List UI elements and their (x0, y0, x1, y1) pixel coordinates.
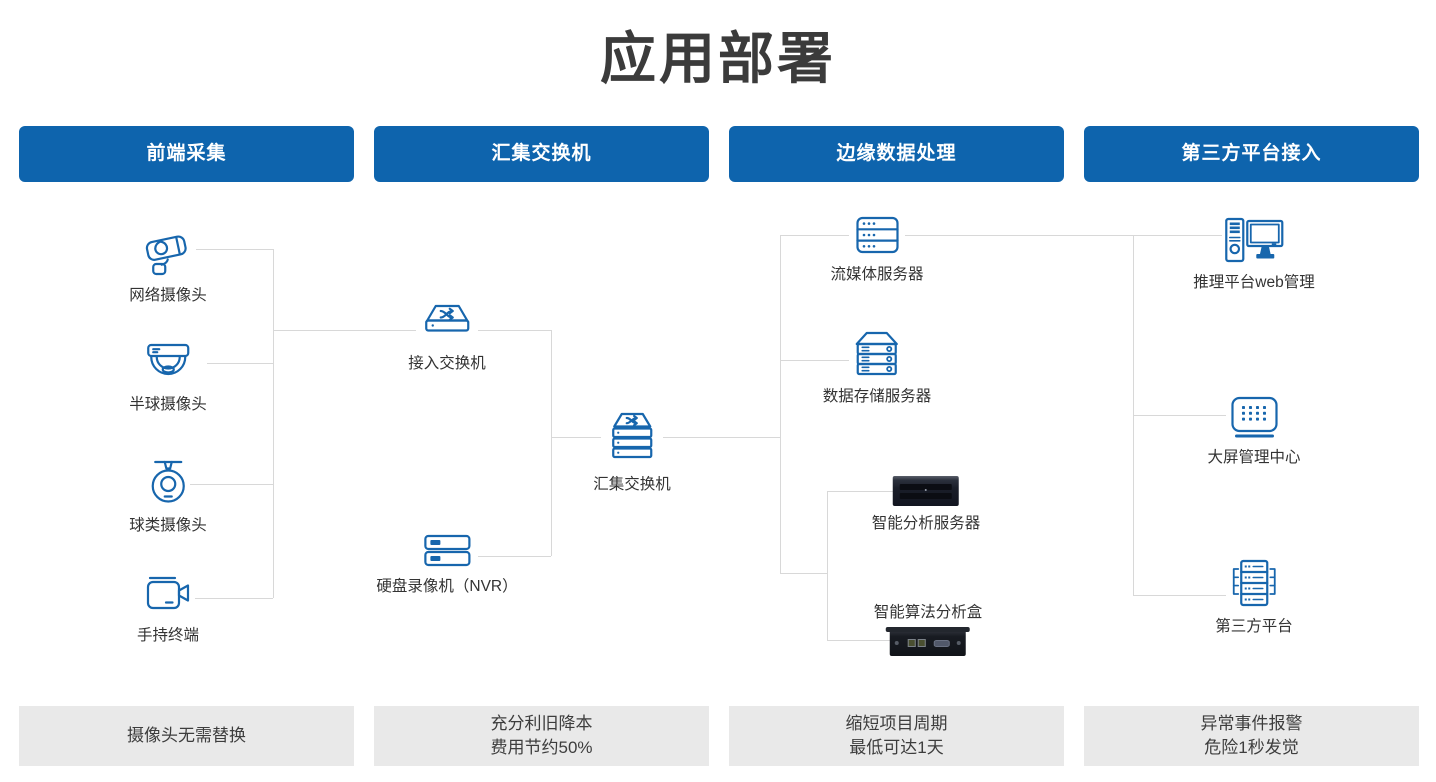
node-label: 大屏管理中心 (1207, 449, 1301, 466)
stacked-switch-icon (611, 412, 653, 459)
node-inference-web: 推理平台web管理 (1193, 215, 1315, 292)
camcorder-icon (146, 576, 190, 610)
storage-server-icon (855, 331, 899, 376)
node-aggregation-switch: 汇集交换机 (593, 409, 671, 494)
node-analysis-server: 智能分析服务器 (871, 476, 981, 533)
node-dome-camera: 半球摄像头 (129, 341, 207, 414)
node-screen-center: 大屏管理中心 (1207, 394, 1301, 467)
benefit-line: 费用节约50% (490, 738, 593, 757)
led-screen-icon (1230, 396, 1278, 438)
node-nvr: 硬盘录像机（NVR） (376, 531, 518, 596)
dome-camera-icon (146, 343, 190, 376)
benefit-line: 充分利旧降本 (490, 714, 593, 733)
connector-line (195, 598, 273, 599)
connector-line (207, 363, 273, 364)
benefit-line: 最低可达1天 (849, 738, 944, 757)
connector-line (827, 491, 893, 492)
node-third-party: 第三方平台 (1215, 557, 1293, 636)
nvr-icon (423, 534, 471, 567)
node-label: 接入交换机 (408, 355, 486, 372)
switch-icon (424, 304, 470, 332)
connector-line (780, 235, 781, 573)
connector-line (663, 437, 780, 438)
benefit-line: 摄像头无需替换 (127, 726, 246, 745)
connector-line (190, 484, 273, 485)
node-label: 智能算法分析盒 (873, 604, 983, 621)
benefit-line: 异常事件报警 (1200, 714, 1303, 733)
node-access-switch: 接入交换机 (408, 300, 486, 373)
benefit-box-frontend: 摄像头无需替换 (19, 706, 354, 766)
node-storage-server: 数据存储服务器 (822, 329, 932, 406)
connector-line (551, 330, 552, 556)
analysis-box-photo (885, 627, 970, 656)
benefit-box-thirdparty: 异常事件报警 危险1秒发觉 (1084, 706, 1419, 766)
connector-line (1133, 415, 1226, 416)
node-streaming-server: 流媒体服务器 (830, 213, 924, 284)
node-network-camera: 网络摄像头 (129, 226, 207, 305)
node-label: 网络摄像头 (129, 287, 207, 304)
connector-line (827, 491, 828, 640)
benefit-box-switch: 充分利旧降本 费用节约50% (374, 706, 709, 766)
node-algorithm-box: 智能算法分析盒 (873, 600, 983, 656)
benefit-line: 危险1秒发觉 (1204, 738, 1299, 757)
benefit-box-edge: 缩短项目周期 最低可达1天 (729, 706, 1064, 766)
node-label: 球类摄像头 (129, 517, 207, 534)
server-stack-icon (855, 216, 899, 254)
connector-line (780, 573, 827, 574)
server-rack-icon (1232, 559, 1276, 607)
connector-line (478, 330, 551, 331)
node-label: 汇集交换机 (593, 476, 671, 493)
desktop-computer-icon (1224, 217, 1284, 263)
benefit-line: 缩短项目周期 (845, 714, 948, 733)
connector-line (273, 249, 274, 598)
connector-line (905, 235, 1222, 236)
connector-line (780, 360, 849, 361)
column-header-switch: 汇集交换机 (374, 126, 709, 182)
page-title: 应用部署 (600, 27, 836, 90)
bullet-camera-icon (145, 235, 187, 276)
connector-line (827, 640, 890, 641)
node-label: 硬盘录像机（NVR） (376, 578, 518, 595)
node-label: 第三方平台 (1215, 618, 1293, 635)
column-header-edge: 边缘数据处理 (729, 126, 1064, 182)
node-label: 半球摄像头 (129, 396, 207, 413)
node-handheld-terminal: 手持终端 (137, 574, 199, 645)
ptz-camera-icon (151, 460, 185, 503)
node-label: 手持终端 (136, 627, 200, 644)
connector-line (780, 235, 849, 236)
column-header-frontend: 前端采集 (19, 126, 354, 182)
rack-server-photo (892, 476, 959, 506)
connector-line (478, 556, 551, 557)
column-header-thirdparty: 第三方平台接入 (1084, 126, 1419, 182)
node-ptz-camera: 球类摄像头 (129, 458, 207, 535)
node-label: 流媒体服务器 (830, 266, 924, 283)
node-label: 智能分析服务器 (871, 515, 981, 532)
node-label: 数据存储服务器 (822, 388, 932, 405)
connector-line (196, 249, 273, 250)
connector-line (273, 330, 416, 331)
connector-line (1133, 595, 1226, 596)
node-label: 推理平台web管理 (1193, 274, 1315, 291)
connector-line (551, 437, 601, 438)
